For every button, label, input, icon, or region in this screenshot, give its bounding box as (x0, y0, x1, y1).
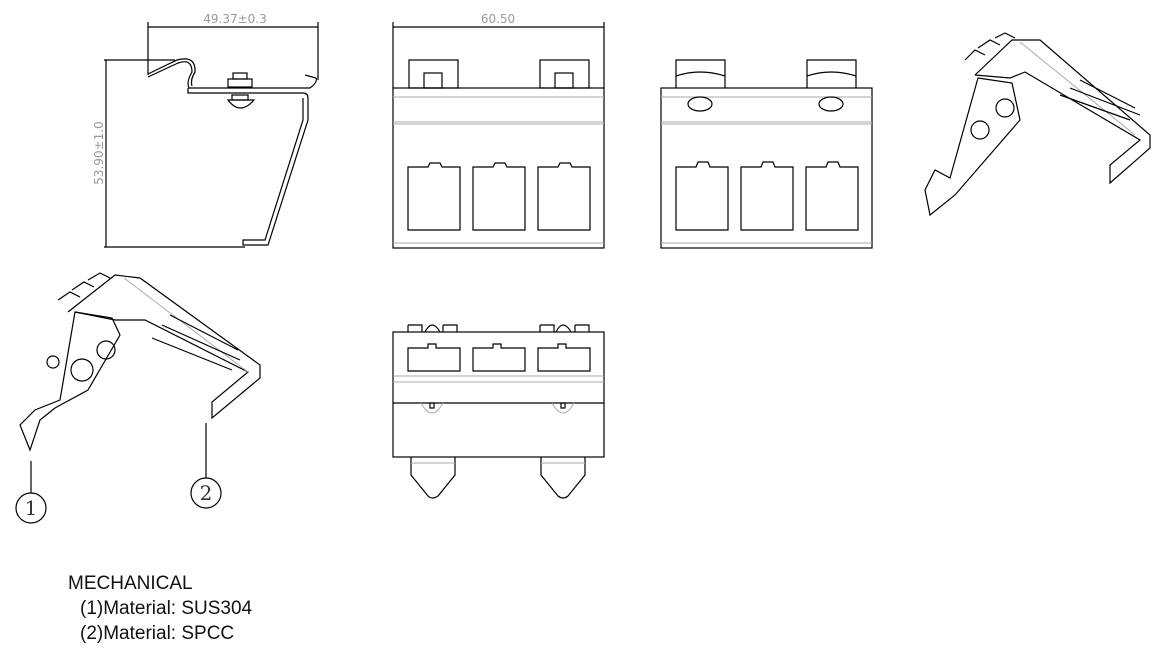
callout-2-label: 2 (200, 481, 213, 505)
notes-title: MECHANICAL (68, 573, 193, 594)
bottom-view (392, 324, 605, 499)
isometric-view-top-right (924, 32, 1151, 217)
back-view (660, 59, 873, 249)
side-view: 49.37±0.3 53.90±1.0 (92, 12, 319, 248)
callout-1-label: 1 (25, 496, 38, 520)
mechanical-notes: MECHANICAL (1)Material: SUS304 (2)Materi… (68, 571, 252, 646)
material-note-1: (1)Material: SUS304 (80, 598, 253, 619)
front-view: 60.50 (392, 12, 605, 249)
callout-1-circle (15, 492, 47, 524)
material-note-2: (2)Material: SPCC (80, 623, 235, 644)
isometric-view-bottom-left: 1 2 (15, 272, 261, 524)
dimension-side-width: 49.37±0.3 (203, 12, 267, 26)
dimension-side-height: 53.90±1.0 (92, 121, 106, 185)
callout-2-circle (190, 477, 222, 509)
dimension-front-width: 60.50 (481, 12, 515, 26)
